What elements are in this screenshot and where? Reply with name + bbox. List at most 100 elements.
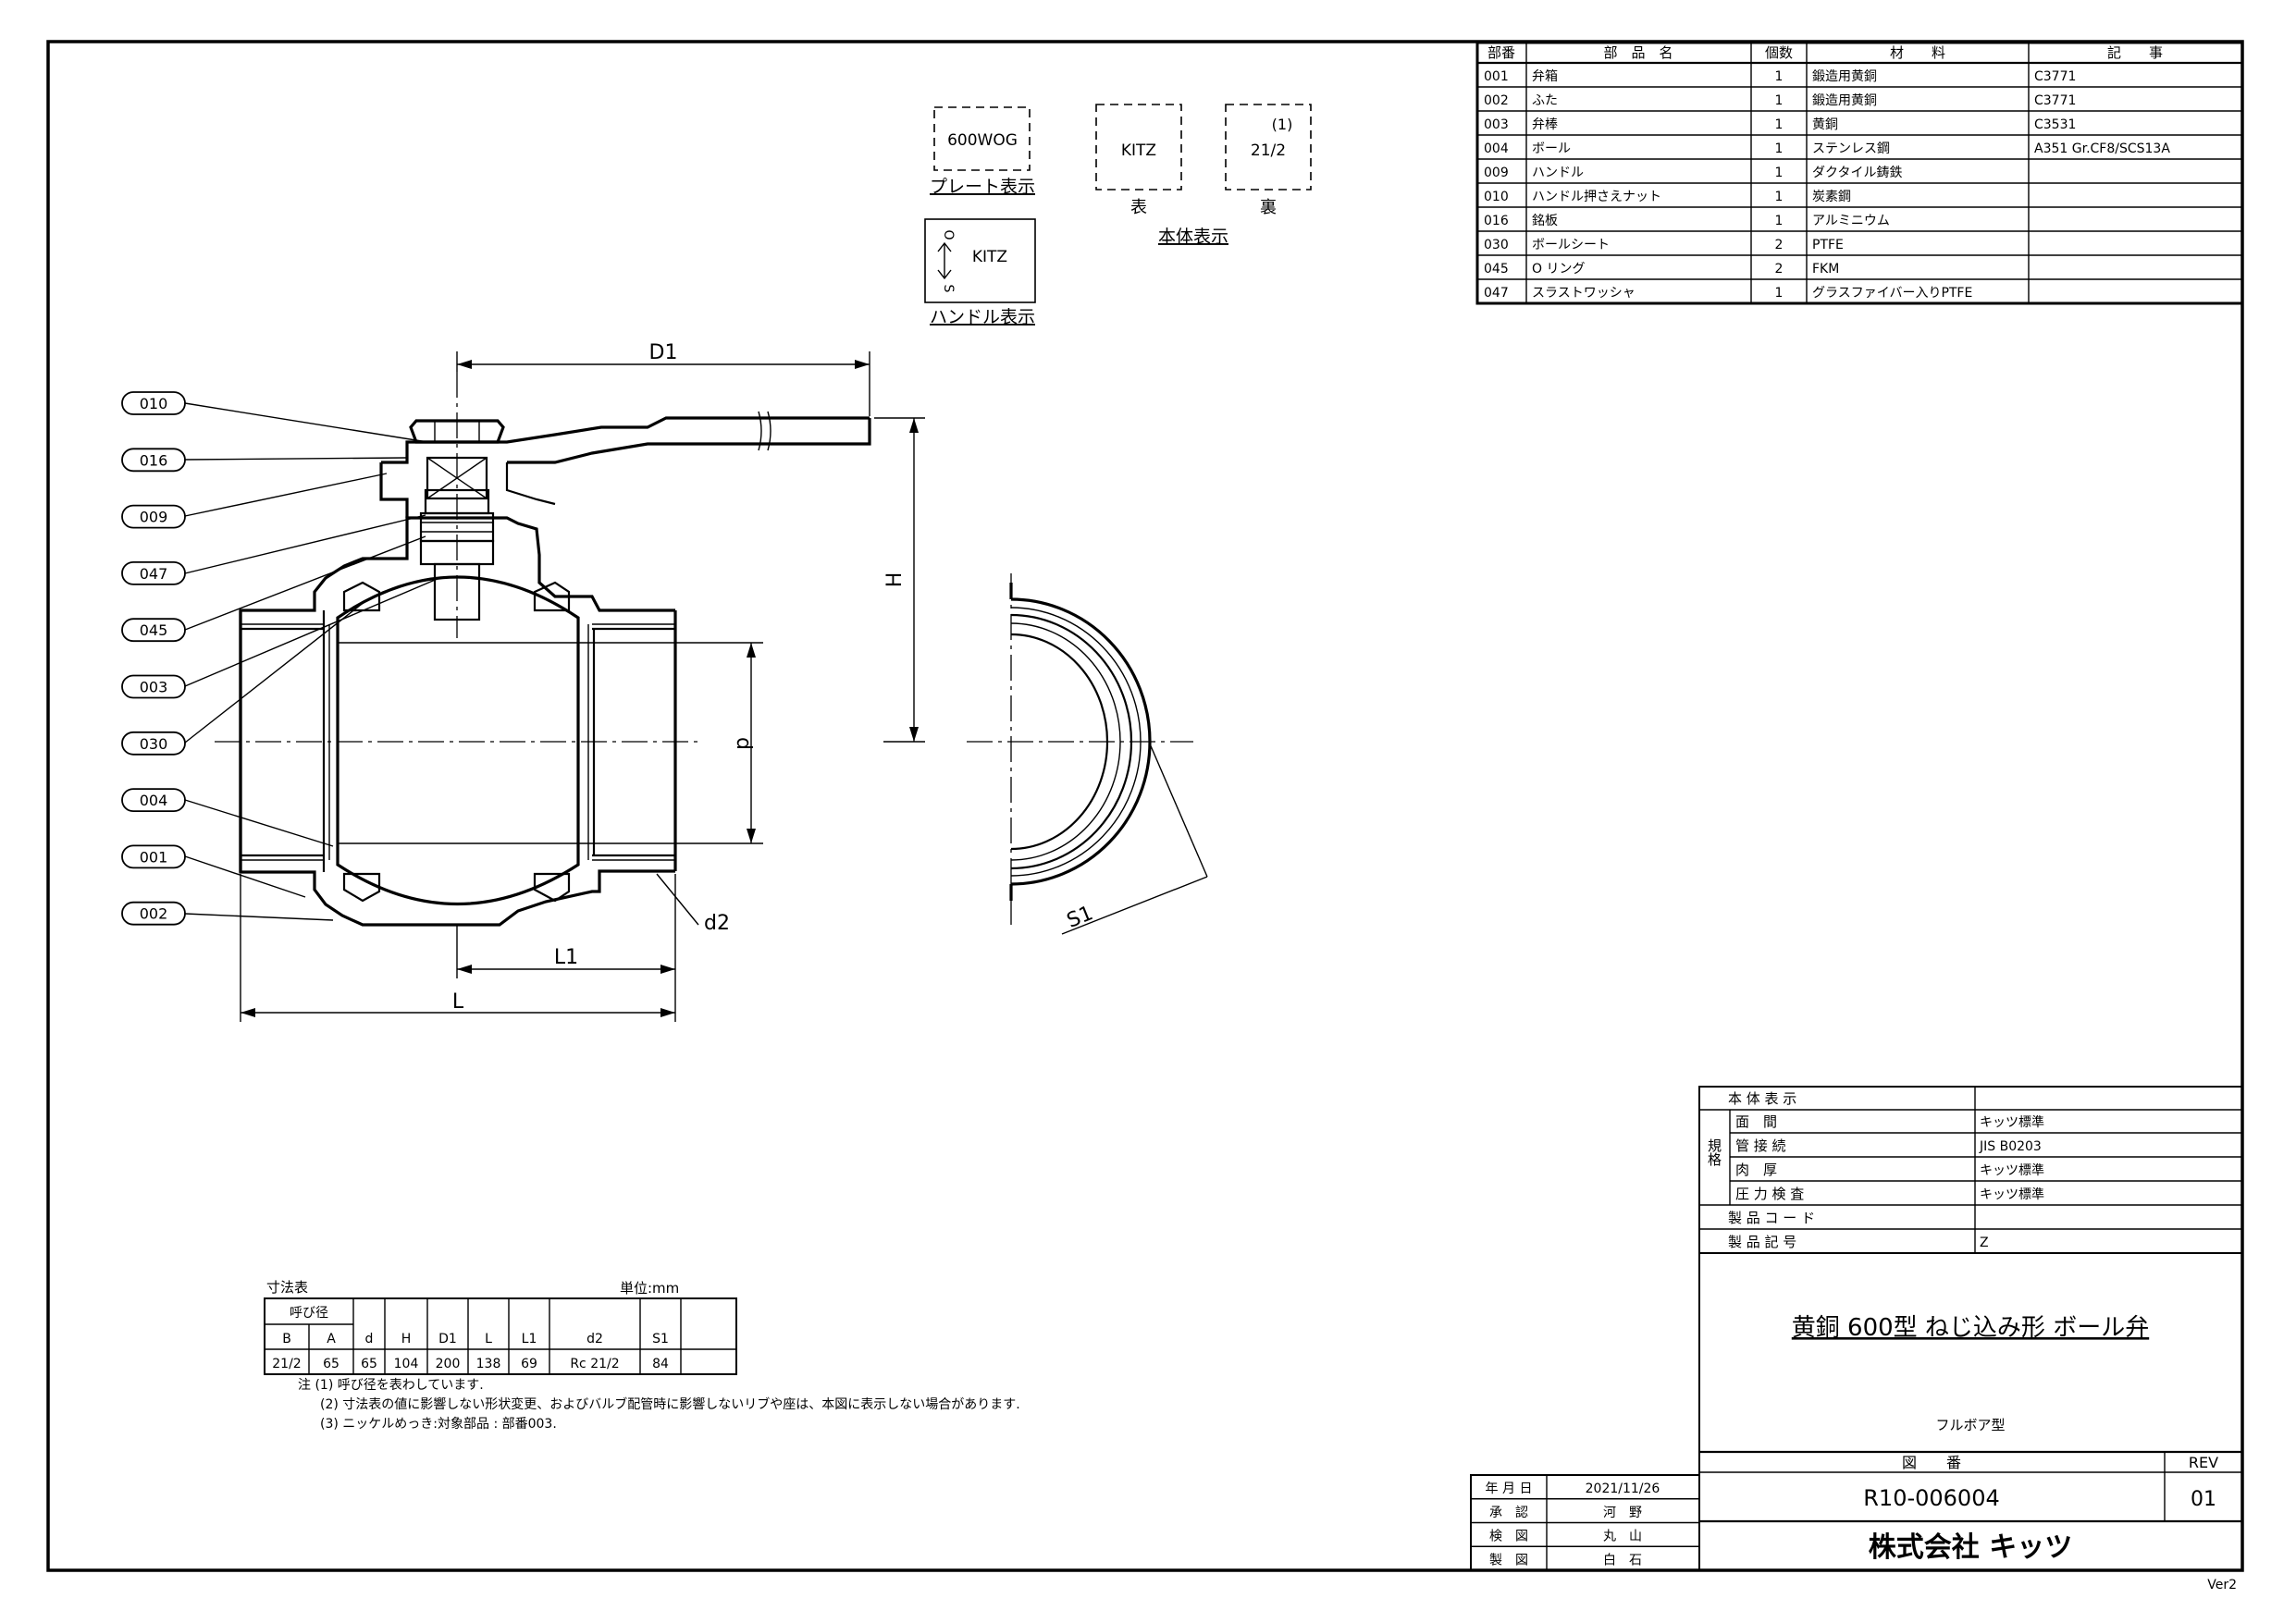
part-remarks: C3771: [2034, 69, 2076, 84]
drawing-title: 黄銅 600型 ねじ込み形 ボール弁: [1792, 1314, 2149, 1342]
callout-bubble: [121, 618, 186, 643]
part-material: ダクタイル鋳鉄: [1812, 165, 1902, 180]
company-logo: 株式会社 キッツ: [1869, 1531, 2072, 1564]
part-remarks: C3771: [2034, 93, 2076, 108]
body-back-text-1: (1): [1272, 116, 1293, 133]
dim-l1-label: L1: [554, 946, 578, 969]
parts-header-name: 部 品 名: [1603, 44, 1673, 61]
part-name: 銘板: [1532, 214, 1558, 228]
dim-l-label: L: [452, 990, 464, 1014]
handle-brand-text: KITZ: [972, 248, 1007, 266]
spec-value: キッツ標準: [1980, 1115, 2044, 1130]
dim-value: 138: [476, 1357, 501, 1371]
callout-label: 002: [140, 905, 168, 923]
part-qty: 2: [1775, 238, 1784, 252]
spec-label: 圧 力 検 査: [1735, 1186, 1804, 1202]
plate-marking-caption: プレート表示: [930, 177, 1035, 197]
callout-label: 004: [140, 792, 168, 809]
plate-marking: 600WOG プレート表示: [930, 106, 1035, 197]
part-no: 002: [1484, 93, 1509, 108]
part-no: 009: [1484, 166, 1509, 180]
spec-value: JIS B0203: [1979, 1139, 2042, 1154]
body-marking: KITZ 表 (1) 21/2 裏 本体表示: [1095, 104, 1312, 247]
spec-product-symbol: Z: [1980, 1236, 1989, 1250]
spec-group-label: 規格: [1706, 1138, 1722, 1166]
callout-bubble: [121, 788, 186, 812]
callout-label: 016: [140, 451, 168, 469]
part-qty: 1: [1775, 190, 1784, 204]
dim-note: (2) 寸法表の値に影響しない形状変更、およびバルブ配管時に影響しないリブや座は…: [320, 1396, 1020, 1412]
dim-header: H: [401, 1332, 412, 1346]
callout-bubble: [121, 391, 186, 415]
dim-header: d: [365, 1332, 374, 1346]
dim-value: 65: [361, 1357, 377, 1371]
part-qty: 2: [1775, 262, 1784, 277]
dim-header: B: [282, 1332, 291, 1346]
callout-bubble: [121, 901, 186, 926]
callout-label: 003: [140, 679, 168, 696]
title-block: 黄銅 600型 ねじ込み形 ボール弁 フルボア型 図 番 REV R10-006…: [1698, 1252, 2243, 1592]
part-no: 030: [1484, 238, 1509, 252]
spec-label: 面 間: [1735, 1113, 1777, 1130]
dim-value: Rc 21/2: [570, 1357, 619, 1371]
approval-value: 丸 山: [1603, 1530, 1642, 1544]
dim-header: L: [485, 1332, 492, 1346]
callout-leaders: [184, 402, 440, 921]
end-view: S1: [967, 573, 1208, 935]
dim-value: 84: [652, 1357, 669, 1371]
dim-d2-label: d2: [704, 912, 730, 935]
part-qty: 1: [1775, 69, 1784, 84]
body-front-text: KITZ: [1121, 141, 1156, 160]
part-qty: 1: [1775, 141, 1784, 156]
callout-bubble: [121, 448, 186, 473]
part-no: 016: [1484, 214, 1509, 228]
part-qty: 1: [1775, 214, 1784, 228]
callout-label: 030: [140, 735, 168, 753]
dim-d1-label: D1: [649, 341, 678, 364]
spec-value: キッツ標準: [1980, 1187, 2044, 1202]
part-material: 鍛造用黄銅: [1812, 92, 1877, 108]
drawing-subtitle: フルボア型: [1935, 1417, 2005, 1433]
handle-marking-caption: ハンドル表示: [930, 307, 1035, 327]
part-no: 004: [1484, 141, 1509, 156]
part-material: ステンレス鋼: [1812, 141, 1890, 156]
part-material: FKM: [1812, 262, 1839, 277]
part-material: グラスファイバー入りPTFE: [1812, 286, 1972, 301]
dim-header: d2: [586, 1332, 603, 1346]
dim-value: 65: [323, 1357, 339, 1371]
part-name: O リング: [1532, 262, 1585, 277]
dim-value: 21/2: [272, 1357, 301, 1371]
part-remarks: A351 Gr.CF8/SCS13A: [2034, 141, 2170, 156]
valve-section-view: [215, 372, 871, 927]
dim-table-nominal: 呼び径: [290, 1306, 328, 1321]
part-no: 047: [1484, 286, 1509, 301]
part-remarks: C3531: [2034, 117, 2076, 132]
dim-h-label: H: [883, 572, 907, 588]
dim-s1-label: S1: [1064, 902, 1096, 933]
approval-label: 製 図: [1489, 1553, 1528, 1568]
callout-label: 009: [140, 509, 168, 526]
parts-header-remarks: 記 事: [2107, 44, 2163, 61]
callout-bubble: [121, 844, 186, 869]
dim-value: 200: [436, 1357, 461, 1371]
part-name: 弁棒: [1532, 117, 1558, 132]
drawing-no-label: 図 番: [1902, 1454, 1961, 1471]
handle-o-text: O: [941, 229, 956, 240]
part-no: 045: [1484, 262, 1509, 277]
part-qty: 1: [1775, 286, 1784, 301]
dimension-lines: D1 H d d2 L1 L: [240, 341, 925, 1022]
dim-note: (3) ニッケルめっき:対象部品 : 部番003.: [320, 1417, 557, 1432]
handle-marking: O S KITZ ハンドル表示: [924, 218, 1036, 327]
dim-table-unit: 単位:mm: [620, 1280, 679, 1297]
dim-header: L1: [522, 1332, 537, 1346]
callout-label: 001: [140, 848, 168, 866]
part-material: 鍛造用黄銅: [1812, 68, 1877, 84]
plate-marking-text: 600WOG: [947, 131, 1018, 150]
approval-label: 承 認: [1489, 1506, 1528, 1520]
spec-product-code-label: 製 品 コ ー ド: [1728, 1210, 1815, 1226]
callout-label: 010: [140, 395, 168, 412]
part-material: アルミニウム: [1812, 214, 1890, 228]
